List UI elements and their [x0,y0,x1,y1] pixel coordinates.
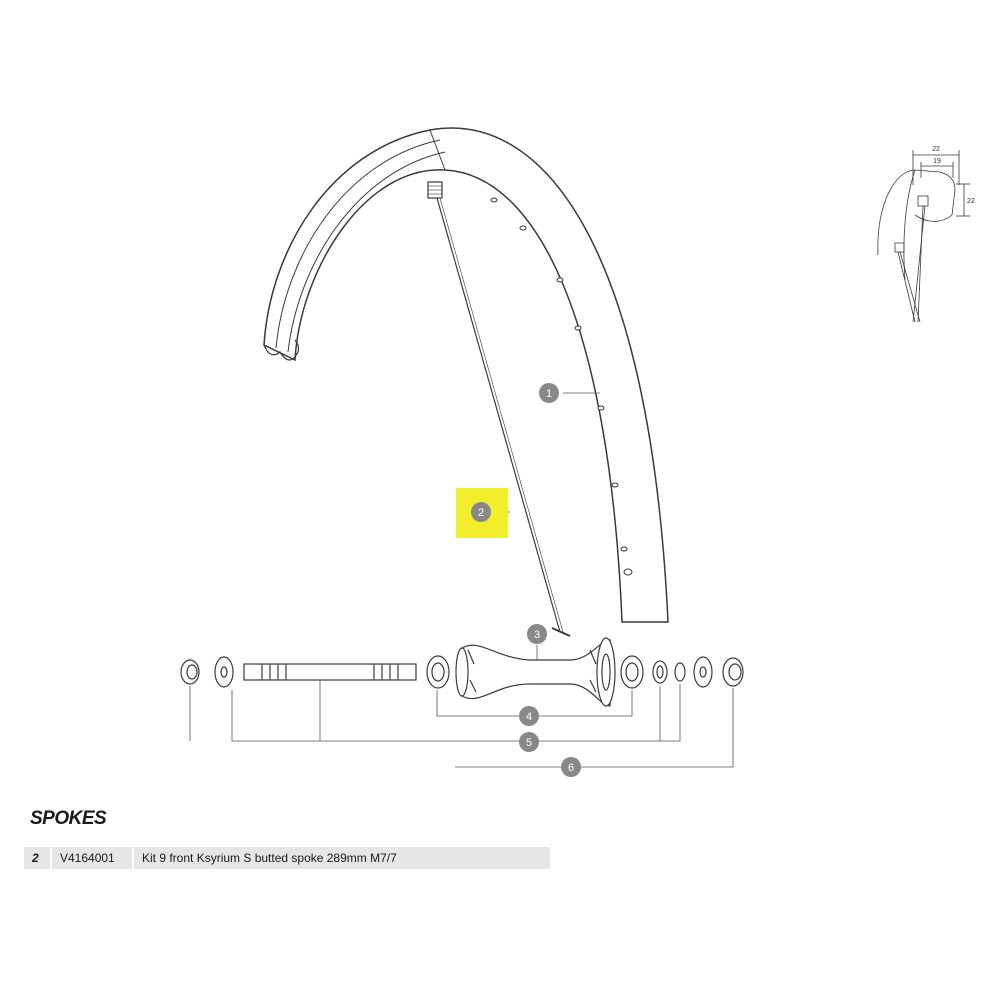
dimension-inner-label: 19 [933,158,941,165]
callout-3-label: 3 [534,629,540,641]
callout-3[interactable]: 3 [527,624,547,644]
dimension-top-label: 22 [932,146,940,153]
section-title: SPOKES [30,808,107,829]
leader-lines [189,392,734,768]
callout-4[interactable]: 4 [519,706,539,726]
callout-1[interactable]: 1 [539,383,559,403]
callout-6-label: 6 [568,762,574,774]
rim-profile-inset [877,150,970,323]
callout-2-label: 2 [478,507,484,519]
rim [263,127,669,623]
part-reference: V4164001 [52,847,132,869]
dimension-side-label: 22 [967,198,975,205]
callout-5-label: 5 [526,737,532,749]
callout-2[interactable]: 2 [471,502,491,522]
spoke [427,181,571,637]
exploded-wheel-diagram: 1 2 3 4 5 6 22 19 22 [180,127,975,777]
part-number: 2 [24,847,50,869]
hub-parts [180,637,744,707]
callout-1-label: 1 [546,388,552,400]
callout-5[interactable]: 5 [519,732,539,752]
callout-6[interactable]: 6 [561,757,581,777]
part-description: Kit 9 front Ksyrium S butted spoke 289mm… [134,847,550,869]
rim-spoke-holes [490,197,633,576]
parts-row[interactable]: 2 V4164001 Kit 9 front Ksyrium S butted … [24,847,550,869]
callout-4-label: 4 [526,711,532,723]
